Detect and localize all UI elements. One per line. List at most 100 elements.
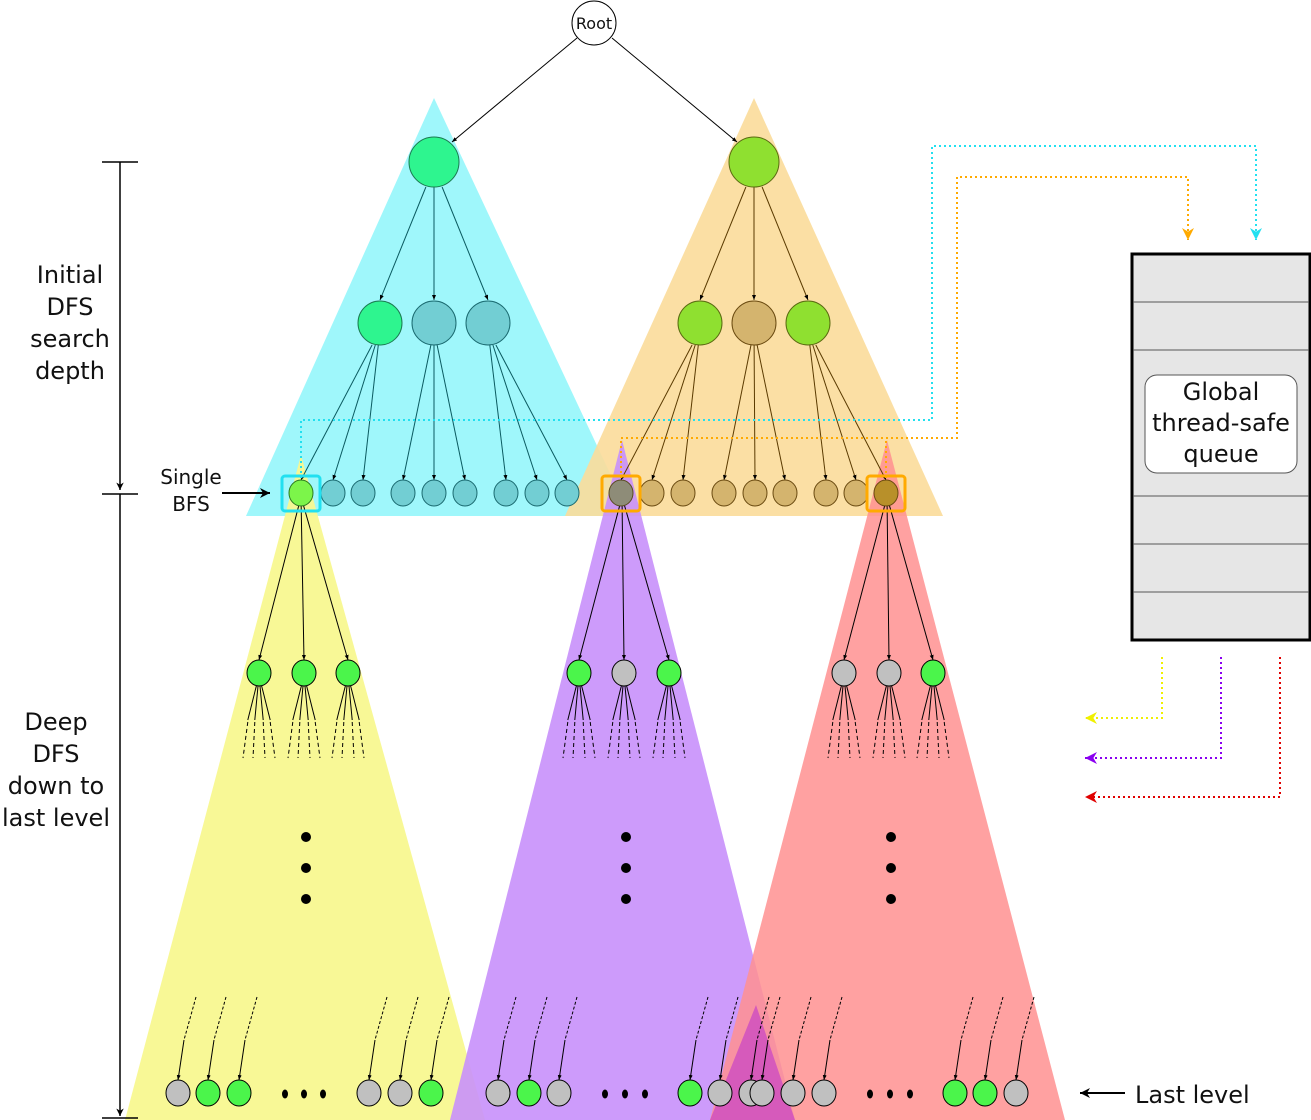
last-level-node [195, 1079, 221, 1107]
queue-label-1: Global [1183, 378, 1260, 406]
level3-node [742, 479, 768, 507]
last-level-node [165, 1079, 191, 1107]
last-level-node [677, 1079, 703, 1107]
last-level-node [942, 1079, 968, 1107]
subtree-edge [580, 684, 591, 721]
subtree-edge [619, 684, 624, 721]
vertical-ellipsis-dot [621, 894, 631, 904]
ellipsis-edge [916, 721, 923, 759]
single-bfs-label-2: BFS [172, 492, 210, 516]
subtree-edge [299, 684, 304, 721]
horizontal-ellipsis-dot [867, 1089, 873, 1099]
subtree-edge [304, 684, 309, 721]
ellipsis-edge [798, 996, 812, 1041]
ellipsis-edge [351, 721, 355, 759]
purple-subtree-region [450, 440, 795, 1120]
ellipsis-edge [672, 721, 676, 759]
subtree-edge [624, 684, 629, 721]
tree-edge [206, 1039, 215, 1081]
ellipsis-edge [827, 721, 834, 759]
single-bfs-label-1: Single [160, 465, 221, 489]
initial-dfs-label-1: Initial [37, 261, 103, 289]
ellipsis-edge [213, 996, 227, 1041]
queue-label-2: thread-safe [1152, 409, 1290, 437]
horizontal-ellipsis-dot [602, 1089, 608, 1099]
ellipsis-edge [358, 721, 365, 759]
tree-edge [527, 1039, 536, 1081]
last-level-node [485, 1079, 511, 1107]
subtree-edge [889, 684, 894, 721]
ellipsis-edge [269, 721, 276, 759]
tree-edge [761, 186, 809, 301]
last-level-node [1003, 1079, 1029, 1107]
initial-dfs-label-3: search [30, 325, 110, 353]
level3-node [711, 479, 737, 507]
red-dequeue-path [1085, 657, 1281, 803]
root-edge [451, 37, 578, 143]
tree-edge [688, 1039, 697, 1081]
level4-node [291, 659, 317, 687]
subtree-edge [934, 684, 945, 721]
vertical-ellipsis-dot [301, 894, 311, 904]
ellipsis-edge [899, 721, 906, 759]
level3-node [670, 479, 696, 507]
ellipsis-edge [534, 996, 548, 1041]
vertical-ellipsis-dot [886, 894, 896, 904]
tree-edge [621, 504, 626, 661]
last-level-node [226, 1079, 252, 1107]
deep-dfs-label-1: Deep [24, 708, 87, 736]
horizontal-ellipsis-dot [320, 1089, 326, 1099]
red-subtree-region [710, 440, 1065, 1120]
subtree-edge [336, 684, 347, 721]
subtree-edge [343, 684, 348, 721]
ellipsis-edge [564, 996, 578, 1041]
tree-edge [760, 1039, 769, 1081]
deep-dfs-label-2: DFS [32, 740, 79, 768]
vertical-ellipsis-dot [301, 863, 311, 873]
level1-node [408, 136, 460, 188]
level4-node [566, 659, 592, 687]
ellipsis-edge [990, 996, 1004, 1041]
level4-node [876, 659, 902, 687]
cyan-enqueue-path [300, 145, 1262, 478]
level2-node [465, 300, 511, 346]
root-node [571, 0, 617, 46]
purple-dequeue-path [1085, 657, 1222, 764]
subtree-edge [254, 684, 259, 721]
subtree-edge [921, 684, 932, 721]
tree-edge [302, 504, 349, 661]
level2-node [677, 300, 723, 346]
tree-edge [791, 1039, 800, 1081]
level3-node [320, 479, 346, 507]
horizontal-ellipsis-dot [301, 1089, 307, 1099]
subtree-edge [839, 684, 844, 721]
tree-edge [496, 1039, 505, 1081]
ellipsis-edge [627, 721, 631, 759]
ellipsis-edge [307, 721, 311, 759]
last-level-node [707, 1079, 733, 1107]
subtree-edge [305, 684, 316, 721]
ellipsis-edge [503, 996, 517, 1041]
ellipsis-edge [252, 721, 256, 759]
tree-edge [332, 344, 376, 481]
deep-dfs-label-4: last level [2, 804, 110, 832]
subtree-edge [928, 684, 933, 721]
level2-node [785, 300, 831, 346]
ellipsis-edge [287, 721, 294, 759]
horizontal-ellipsis-dot [622, 1089, 628, 1099]
ellipsis-edge [341, 721, 345, 759]
subtree-edge [657, 684, 668, 721]
level3-node [873, 479, 899, 507]
subtree-edge [884, 684, 889, 721]
subtree-edge [845, 684, 856, 721]
last-level-node [749, 1079, 775, 1107]
root-edge [611, 37, 738, 143]
initial-dfs-label-4: depth [35, 357, 105, 385]
level3-node [608, 479, 634, 507]
queue-label-box [1144, 374, 1298, 474]
subtree-edge [933, 684, 938, 721]
ellipsis-edge [882, 721, 886, 759]
tree-edge [557, 1039, 566, 1081]
tree-edge [300, 504, 306, 661]
